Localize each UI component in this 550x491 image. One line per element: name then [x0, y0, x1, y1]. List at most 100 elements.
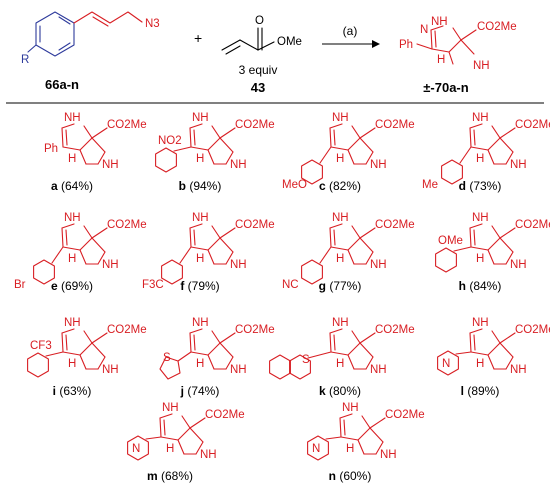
compound-a-letter: a — [51, 179, 58, 193]
acrylate-bonds — [221, 27, 275, 55]
compound-i-h-label: H — [68, 358, 76, 370]
compound-n-caption: n (60%) — [329, 469, 372, 483]
compound-c-aryl — [301, 146, 332, 185]
compound-d-caption: d (73%) — [459, 179, 502, 193]
compound-n-bonds — [339, 413, 386, 455]
compound-i-bonds — [61, 328, 108, 370]
compound-d-letter: d — [459, 179, 466, 193]
compound-k-letter: k — [319, 384, 326, 398]
compound-g-letter: g — [319, 279, 326, 293]
compound-g-h-label: H — [336, 253, 344, 265]
compound-a-nh-label: NH — [64, 112, 81, 124]
compound-e-ring-nh-label: NH — [102, 259, 119, 271]
compound-l-letter: l — [461, 384, 464, 398]
compound-b-ring-nh-label: NH — [230, 159, 247, 171]
compound-c-substituent-label: MeO — [282, 179, 307, 191]
compound-f-substituent-label: F3C — [142, 279, 164, 291]
substrate-66: N3 R 66a-n — [21, 11, 160, 92]
compound-h-ring-nh-label: NH — [510, 259, 527, 271]
acrylate-compound-label: 43 — [251, 80, 265, 95]
compound-b-co2me-label: CO2Me — [235, 119, 275, 131]
compound-a-caption: a (64%) — [51, 179, 93, 193]
compound-j-letter: j — [180, 384, 184, 398]
reaction-arrow: (a) — [322, 24, 380, 48]
substrate-r-label: R — [21, 54, 29, 66]
product-ring-nh-label: NH — [473, 60, 490, 72]
product-co2me-label: CO2Me — [477, 21, 517, 33]
compound-d-substituent-label: Me — [422, 179, 438, 191]
compound-d-yield: (73%) — [466, 179, 501, 193]
compound-h-substituent-label: OMe — [438, 235, 463, 247]
compound-k-co2me-label: CO2Me — [375, 324, 415, 336]
compound-j-aryl — [159, 351, 192, 380]
reaction-condition-label: (a) — [343, 24, 358, 38]
compound-h: NHCO2MeHNHOMeh (84%) — [435, 212, 550, 293]
compound-i-aryl — [27, 351, 64, 378]
compound-j-ring-nh-label: NH — [230, 364, 247, 376]
compound-j-caption: j (74%) — [180, 384, 220, 398]
compound-f-letter: f — [180, 279, 185, 293]
compound-l-yield: (89%) — [464, 384, 499, 398]
compound-n-h-label: H — [346, 443, 354, 455]
compound-h-nh-label: NH — [472, 212, 489, 224]
compound-k-aryl — [269, 351, 332, 380]
product-h-label: H — [437, 54, 445, 66]
compound-e-substituent-label: Br — [14, 279, 26, 291]
compound-m-caption: m (68%) — [147, 469, 193, 483]
acrylate-equiv-label: 3 equiv — [239, 63, 278, 77]
compound-l-bonds — [469, 328, 516, 370]
compound-c-bonds — [329, 123, 376, 165]
compound-m-substituent-label: N — [132, 443, 140, 455]
compound-b-substituent-label: NO2 — [158, 135, 182, 147]
substrate-aryl-ring — [27, 11, 75, 57]
compound-g-caption: g (77%) — [319, 279, 362, 293]
compound-i-letter: i — [53, 384, 56, 398]
compound-m-h-label: H — [166, 443, 174, 455]
compound-c-caption: c (82%) — [319, 179, 361, 193]
plus-sign: + — [194, 30, 202, 46]
compound-m-letter: m — [147, 469, 158, 483]
compound-i-ring-nh-label: NH — [102, 364, 119, 376]
compound-e-bonds — [61, 223, 108, 265]
compound-k-caption: k (80%) — [319, 384, 361, 398]
compound-l-co2me-label: CO2Me — [515, 324, 550, 336]
compound-b-yield: (94%) — [186, 179, 221, 193]
compound-d-bonds — [469, 123, 516, 165]
compound-a-ph-label: Ph — [44, 143, 58, 155]
compound-k-substituent-label: S — [302, 354, 310, 366]
compound-n-substituent-label: N — [312, 443, 320, 455]
compound-e-yield: (69%) — [58, 279, 93, 293]
compound-k-bonds — [329, 328, 376, 370]
compound-j-nh-label: NH — [192, 317, 209, 329]
compound-k-h-label: H — [336, 358, 344, 370]
compound-e-nh-label: NH — [64, 212, 81, 224]
compound-b-aryl — [155, 146, 192, 173]
compound-j-bonds — [189, 328, 236, 370]
compound-n-ring-nh-label: NH — [380, 449, 397, 461]
compound-e-caption: e (69%) — [51, 279, 93, 293]
compound-g-ring-nh-label: NH — [370, 259, 387, 271]
compound-l-aryl — [437, 350, 472, 376]
compound-f-ring-nh-label: NH — [230, 259, 247, 271]
compound-f-caption: f (79%) — [180, 279, 219, 293]
compound-d-h-label: H — [476, 153, 484, 165]
compound-c-letter: c — [319, 179, 326, 193]
compound-d-aryl — [441, 146, 472, 185]
compound-d-ring-nh-label: NH — [510, 159, 527, 171]
compound-l: NHCO2MeHNHNl (89%) — [437, 317, 550, 398]
compound-h-bonds — [469, 223, 516, 265]
compound-e-h-label: H — [68, 253, 76, 265]
acrylate-carbonyl-o: O — [255, 15, 264, 27]
compound-n-aryl — [307, 435, 342, 461]
compound-i-yield: (63%) — [56, 384, 91, 398]
compound-l-substituent-label: N — [442, 358, 450, 370]
compound-j-h-label: H — [196, 358, 204, 370]
compound-b-nh-label: NH — [192, 112, 209, 124]
compound-i-co2me-label: CO2Me — [107, 324, 147, 336]
